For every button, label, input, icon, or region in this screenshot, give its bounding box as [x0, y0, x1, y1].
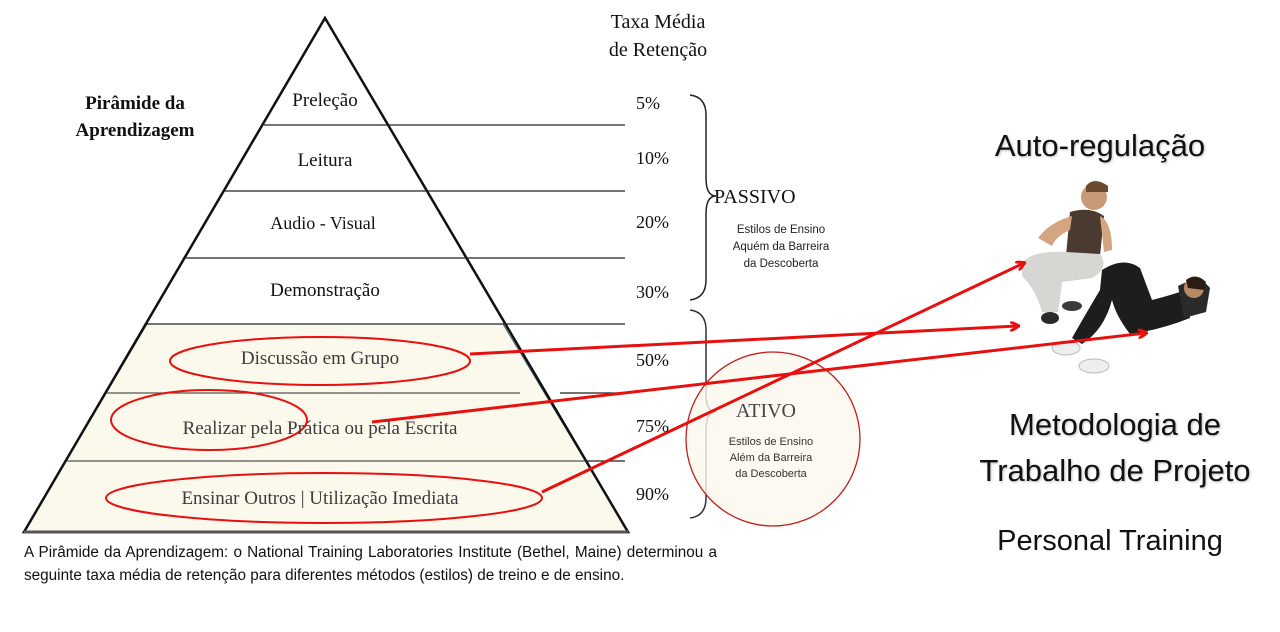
level-label-pratica: Realizar pela Prática ou pela Escrita [182, 418, 458, 439]
retention-value-50: 50% [636, 350, 669, 370]
passive-desc-line2: Aquém da Barreira [732, 241, 830, 253]
retention-value-90: 90% [636, 484, 669, 504]
active-circle [685, 351, 861, 527]
retention-header-line2: de Retenção [608, 39, 708, 61]
highlight-ellipse-discussion [169, 336, 471, 386]
pyramid-title-line2: Aprendizagem [75, 120, 195, 141]
active-group-label: ATIVO [736, 400, 796, 422]
level-label-audio-visual: Audio - Visual [270, 213, 376, 233]
arrow-teaching [541, 263, 1024, 494]
title-metodologia-line2: Trabalho de Projeto [979, 453, 1251, 488]
passive-group-label: PASSIVO [714, 186, 796, 208]
passive-desc-line1: Estilos de Ensino [736, 224, 826, 236]
title-auto-regulacao: Auto-regulação [994, 128, 1206, 163]
highlight-ellipse-practice [110, 389, 308, 451]
retention-value-10: 10% [636, 148, 669, 168]
personal-training-photo [1022, 181, 1210, 374]
active-desc-line1: Estilos de Ensino [728, 436, 814, 448]
title-personal-training: Personal Training [997, 525, 1223, 557]
pyramid-title-line1: Pirâmide da [85, 93, 185, 114]
passive-desc-line3: da Descoberta [743, 258, 819, 270]
title-metodologia: Metodologia de Trabalho de Projeto [950, 402, 1280, 494]
active-desc-line2: Além da Barreira [729, 452, 813, 464]
active-desc-line3: da Descoberta [735, 468, 807, 480]
level-separators [67, 124, 625, 462]
retention-value-20: 20% [636, 212, 669, 232]
pyramid-caption: A Pirâmide da Aprendizagem: o National T… [24, 544, 717, 584]
arrow-practice [371, 333, 1146, 424]
active-group-description: Estilos de Ensino Além da Barreira da De… [716, 434, 826, 482]
arrow-discussion [469, 326, 1018, 356]
level-label-ensinar: Ensinar Outros | Utilização Imediata [181, 488, 459, 509]
passive-brace [689, 94, 717, 301]
pyramid-title: Pirâmide da Aprendizagem [40, 90, 230, 144]
connection-arrows [371, 263, 1146, 494]
passive-group-description: Estilos de Ensino Aquém da Barreira da D… [716, 222, 846, 273]
level-label-leitura: Leitura [297, 150, 353, 171]
title-metodologia-line1: Metodologia de [1009, 407, 1221, 442]
retention-header-line1: Taxa Média [610, 11, 706, 33]
retention-header: Taxa Média de Retenção [588, 8, 728, 64]
level-label-prelecao: Preleção [292, 90, 358, 111]
highlight-ellipse-teaching [105, 472, 543, 524]
retention-value-30: 30% [636, 282, 669, 302]
retention-value-75: 75% [636, 416, 669, 436]
level-label-discussao: Discussão em Grupo [240, 348, 400, 369]
level-label-demonstracao: Demonstração [270, 280, 380, 301]
retention-value-5: 5% [636, 93, 660, 113]
